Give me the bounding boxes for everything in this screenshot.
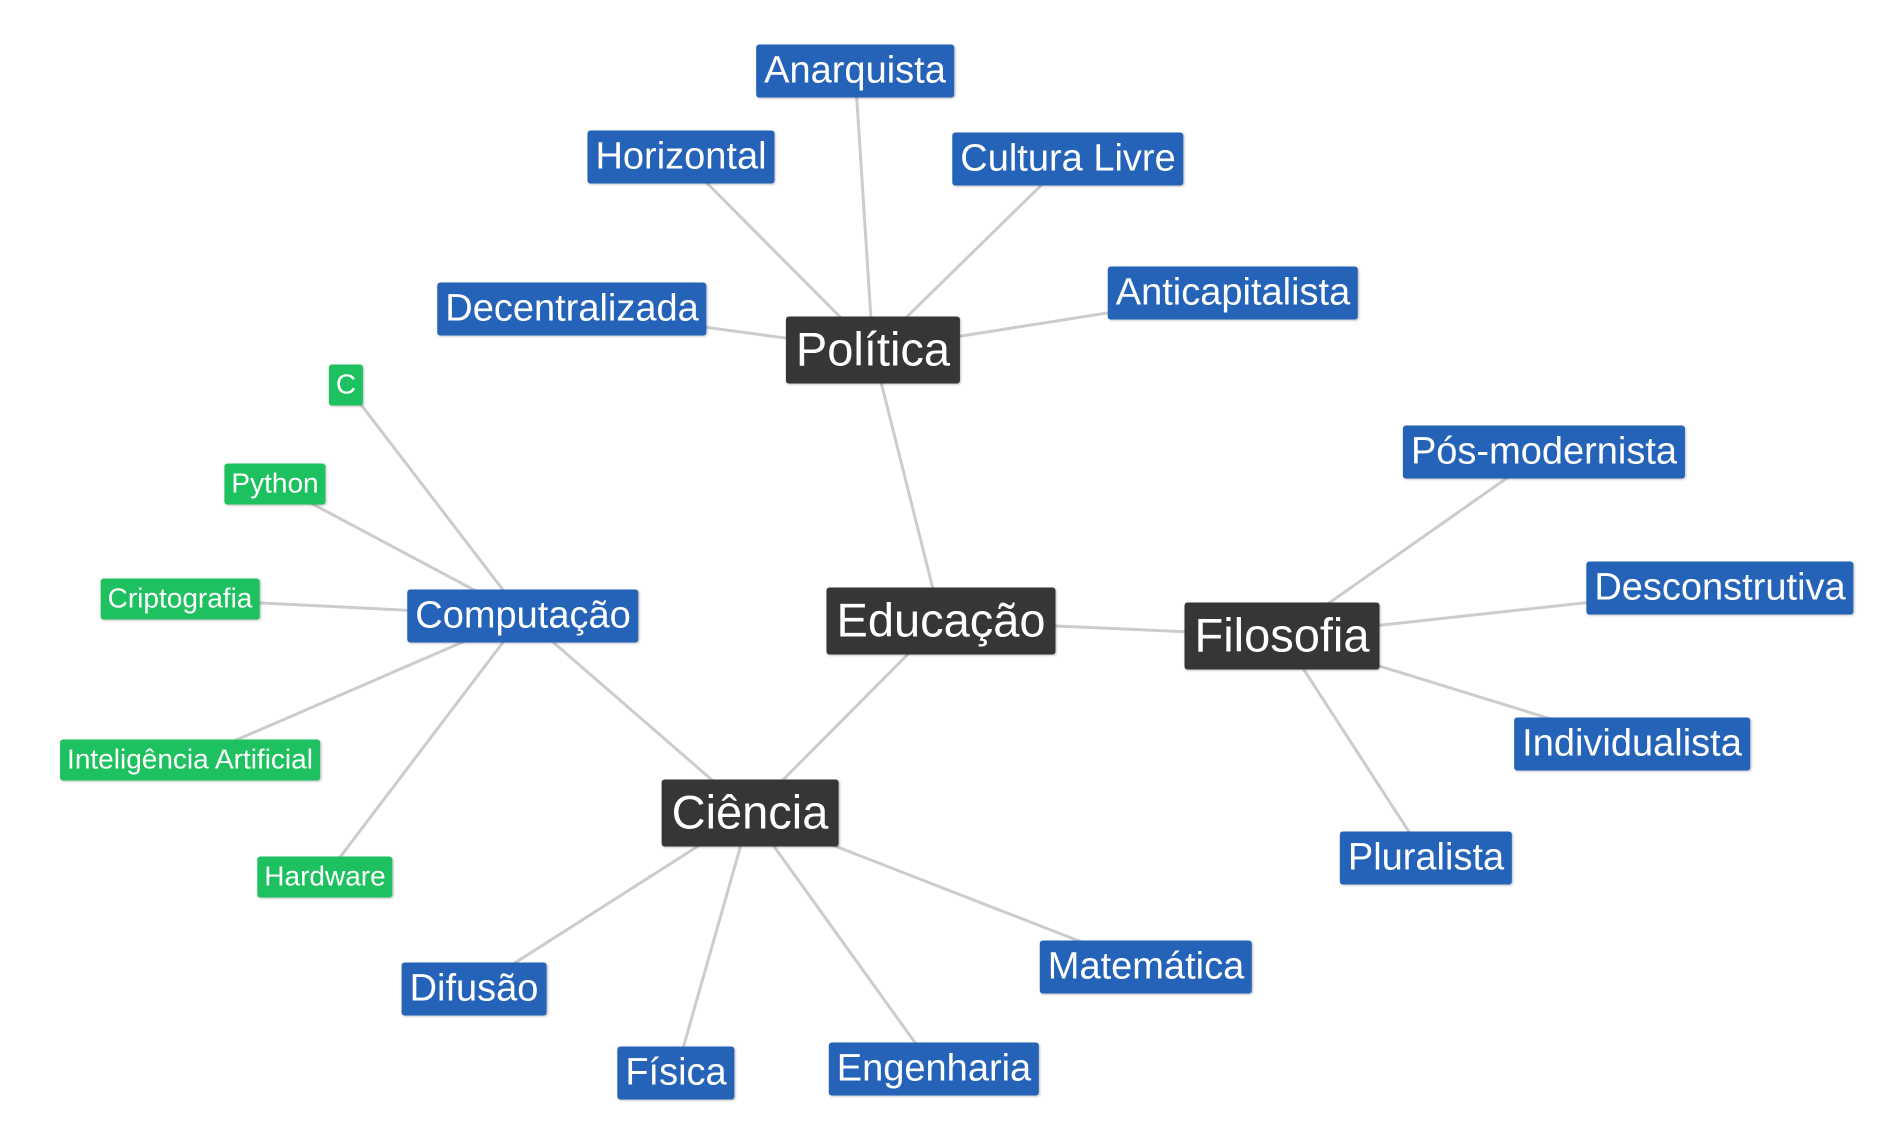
node-hardware[interactable]: Hardware [257, 856, 393, 898]
node-ciencia[interactable]: Ciência [661, 779, 839, 847]
edge-educacao-politica [871, 349, 943, 622]
node-cultura-livre[interactable]: Cultura Livre [952, 132, 1184, 186]
edge-computacao-hardware [323, 615, 525, 878]
node-inteligencia-artificial[interactable]: Inteligência Artificial [60, 739, 320, 781]
node-individualista[interactable]: Individualista [1514, 717, 1750, 771]
edge-ciencia-engenharia [748, 812, 936, 1070]
node-pluralista[interactable]: Pluralista [1339, 831, 1513, 885]
node-educacao[interactable]: Educação [826, 587, 1056, 655]
node-difusao[interactable]: Difusão [401, 962, 547, 1016]
node-decentralizada[interactable]: Decentralizada [437, 282, 707, 336]
node-engenharia[interactable]: Engenharia [828, 1042, 1040, 1096]
edge-ciencia-fisica [674, 812, 752, 1074]
node-filosofia[interactable]: Filosofia [1184, 602, 1380, 670]
node-anarquista[interactable]: Anarquista [756, 44, 954, 98]
node-pos-modernista[interactable]: Pós-modernista [1402, 425, 1686, 479]
node-anticapitalista[interactable]: Anticapitalista [1107, 266, 1359, 320]
edge-filosofia-pluralista [1280, 635, 1428, 859]
edge-computacao-c [344, 384, 525, 617]
node-horizontal[interactable]: Horizontal [587, 130, 775, 184]
node-computacao[interactable]: Computação [407, 589, 639, 643]
node-python[interactable]: Python [224, 463, 326, 505]
node-c[interactable]: C [328, 364, 364, 406]
node-desconstrutiva[interactable]: Desconstrutiva [1586, 561, 1854, 615]
edge-politica-anarquista [853, 70, 875, 351]
node-politica[interactable]: Política [785, 316, 961, 384]
node-fisica[interactable]: Física [617, 1046, 735, 1100]
node-criptografia[interactable]: Criptografia [100, 578, 260, 620]
node-matematica[interactable]: Matemática [1039, 940, 1253, 994]
